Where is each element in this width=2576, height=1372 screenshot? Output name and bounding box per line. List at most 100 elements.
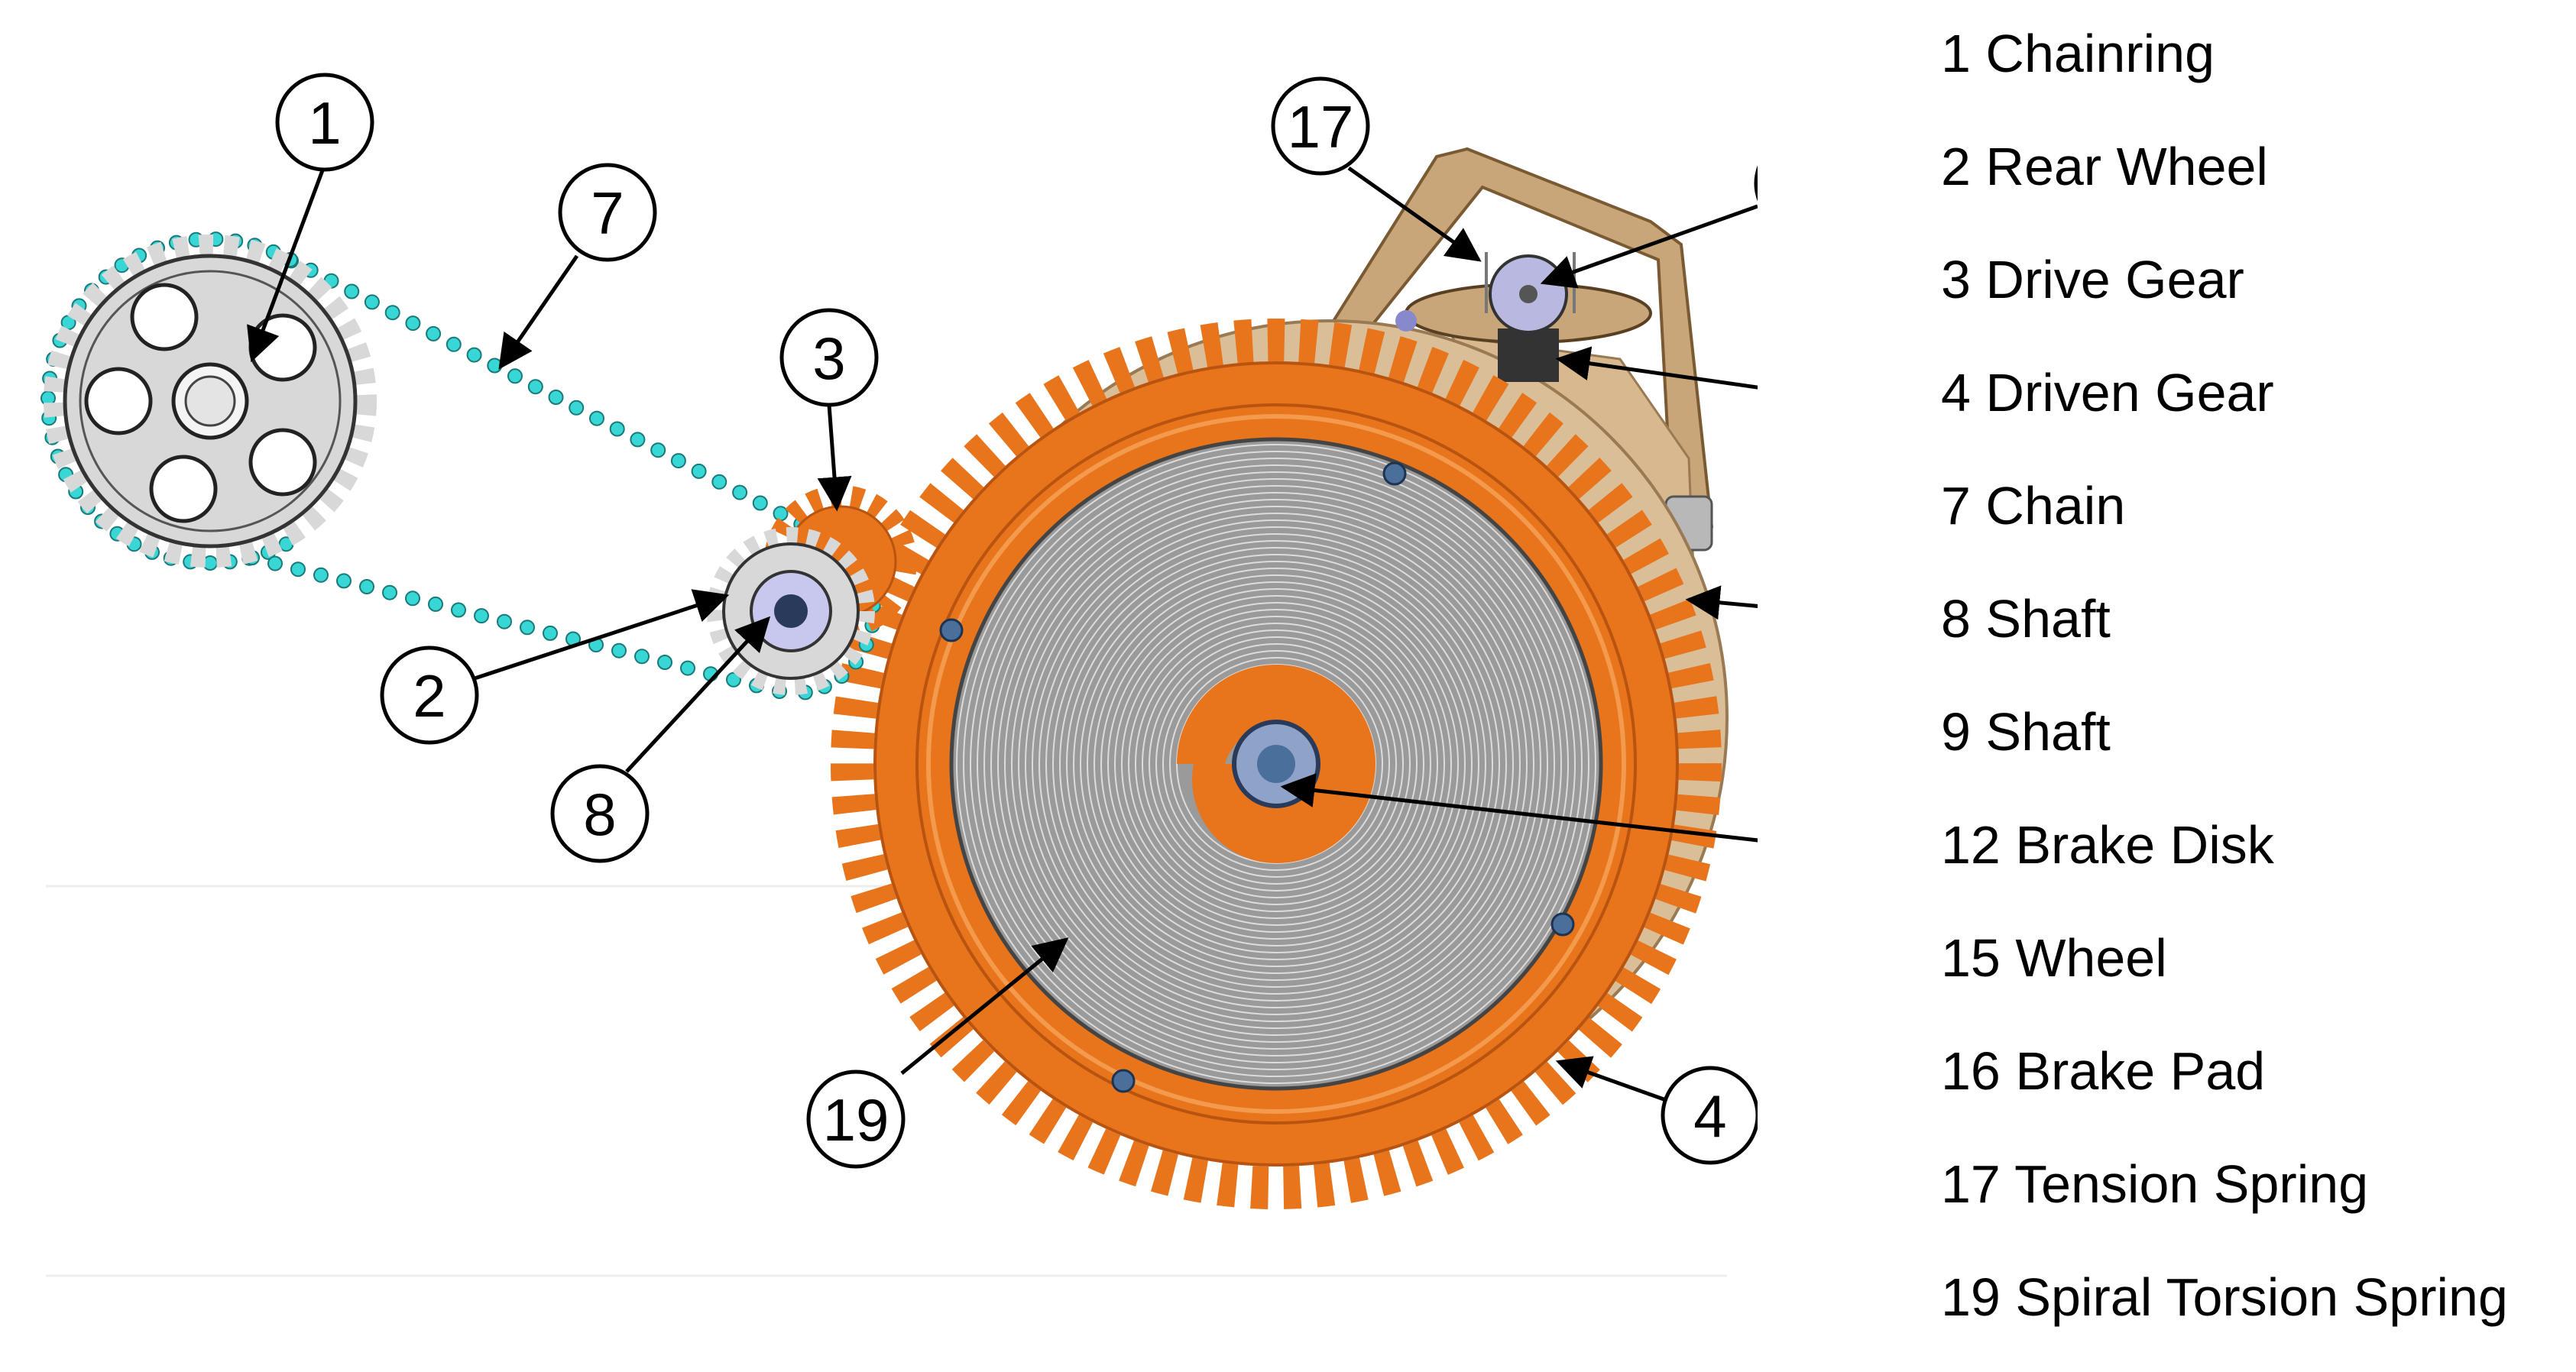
chain-link <box>670 453 686 469</box>
svg-text:2: 2 <box>413 662 446 730</box>
leader-3 <box>817 404 852 512</box>
legend-item-spacer <box>2001 1154 2014 1214</box>
legend-item: 17 Tension Spring <box>1941 1146 2568 1259</box>
chain-link <box>711 474 727 490</box>
legend-item-spacer <box>2001 815 2015 875</box>
chain-link <box>630 432 646 448</box>
leader-17 <box>1347 166 1482 262</box>
leader-19 <box>900 937 1069 1075</box>
spring-coil <box>990 478 1562 1050</box>
leader-1 <box>247 163 327 363</box>
chain-link <box>466 347 482 363</box>
spring-coil <box>1169 657 1383 871</box>
legend-item: 3 Drive Gear <box>1941 241 2568 354</box>
chain-link <box>426 325 442 341</box>
chain-link <box>446 336 462 352</box>
chain-link <box>589 410 604 426</box>
spring-coil <box>956 444 1596 1084</box>
chainring <box>44 235 377 568</box>
spring-coil <box>970 458 1583 1070</box>
legend-item-number: 17 <box>1941 1154 2001 1214</box>
chain-link <box>336 573 352 589</box>
legend-item-label: Driven Gear <box>1985 363 2274 422</box>
callout-1: 1 <box>275 73 374 172</box>
chain-link <box>609 421 625 437</box>
callout-17: 17 <box>1271 76 1370 176</box>
legend-item-number: 3 <box>1941 250 1971 309</box>
spring-coil <box>1073 561 1479 967</box>
chain-link <box>290 561 306 578</box>
legend-item: 1 Chainring <box>1941 15 2568 128</box>
legend-item-label: Brake Pad <box>2015 1041 2266 1101</box>
svg-text:1: 1 <box>308 89 341 157</box>
legend-item: 16 Brake Pad <box>1941 1033 2568 1146</box>
legend-item-label: Chainring <box>1985 24 2215 83</box>
chain-link <box>382 584 397 600</box>
legend-item-spacer <box>2001 1267 2015 1327</box>
spring-coil <box>1045 533 1507 995</box>
svg-text:17: 17 <box>1288 93 1354 160</box>
legend-item-number: 2 <box>1941 137 1971 196</box>
chain-link <box>569 400 585 416</box>
spring-coil <box>1025 513 1528 1015</box>
mechanism-diagram: 1 7 3 2 8 17 15 16 12 9 19 4 <box>41 73 1758 1277</box>
legend-item-label: Shaft <box>1985 702 2111 762</box>
legend-item: 7 Chain <box>1941 468 2568 581</box>
legend-item-number: 4 <box>1941 363 1971 422</box>
legend-item-label: Shaft <box>1985 589 2111 649</box>
chain-link <box>384 305 400 321</box>
leader-4 <box>1555 1056 1667 1102</box>
legend-item-number: 16 <box>1941 1041 2001 1101</box>
chain-link <box>548 390 564 405</box>
legend-item-label: Drive Gear <box>1985 250 2244 309</box>
legend-item-spacer <box>1971 702 1985 762</box>
leader-8 <box>625 616 771 773</box>
chain-link <box>359 579 374 594</box>
callout-8: 8 <box>550 764 650 863</box>
legend-item: 9 Shaft <box>1941 694 2568 807</box>
chain-link <box>773 506 789 522</box>
spring-coil <box>1162 650 1390 878</box>
callout-7: 7 <box>558 163 657 262</box>
spring-coil <box>1011 499 1541 1029</box>
legend-item-spacer <box>1971 137 1985 196</box>
spring-coil <box>977 464 1576 1063</box>
chain-link <box>267 555 283 571</box>
spring-coil <box>1100 588 1452 940</box>
spring-coil <box>1135 623 1418 905</box>
legend-item: 19 Spiral Torsion Spring <box>1941 1259 2568 1372</box>
leader-12 <box>1685 585 1758 620</box>
chain-link <box>752 495 768 511</box>
legend-item-spacer <box>2001 1041 2015 1101</box>
spring-coil <box>1155 643 1397 885</box>
rear-wheel-sprocket <box>707 527 875 695</box>
brake-wheel-assembly <box>1395 252 1652 382</box>
chain-link <box>497 613 512 629</box>
chain-link <box>657 655 672 670</box>
chain-link <box>520 620 535 636</box>
spring-coil <box>1018 506 1534 1022</box>
legend-item-spacer <box>1971 589 1985 649</box>
chain-link <box>405 591 420 607</box>
chain-link <box>691 463 707 479</box>
legend-item-label: Brake Disk <box>2015 815 2274 875</box>
spring-coil <box>1121 609 1431 919</box>
legend-item-spacer <box>1971 476 1985 536</box>
chain-link <box>405 315 421 332</box>
legend-item: 12 Brake Disk <box>1941 807 2568 920</box>
spring-coil <box>1149 636 1404 891</box>
chain-link <box>680 660 695 676</box>
legend-item-number: 8 <box>1941 589 1971 649</box>
chain-link <box>611 642 627 658</box>
legend-item-number: 12 <box>1941 815 2001 875</box>
spring-coil <box>1052 540 1500 988</box>
spring-coil <box>1142 629 1411 898</box>
legend-item-number: 15 <box>1941 928 2001 988</box>
svg-text:8: 8 <box>583 781 616 848</box>
spring-coil <box>1004 492 1548 1036</box>
chain-link <box>428 596 443 612</box>
legend-item-number: 9 <box>1941 702 1971 762</box>
spiral-torsion-spring <box>949 437 1603 1091</box>
callout-15: 15 <box>1754 165 1758 202</box>
